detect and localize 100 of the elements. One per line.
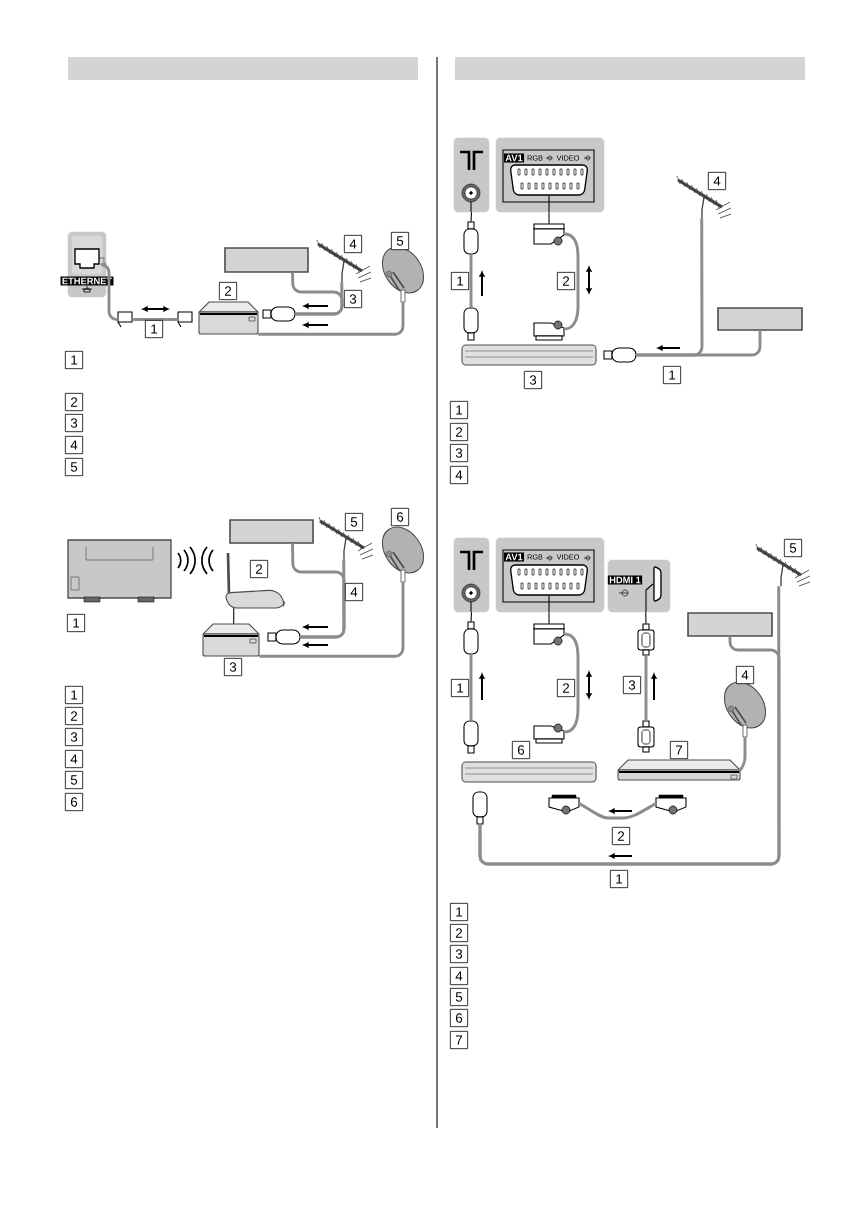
callout-number: 2 [249, 559, 269, 579]
antenna-drawing [676, 175, 732, 219]
coax-plug [463, 720, 479, 754]
hdmi-plug [637, 623, 655, 656]
callout-number: 3 [64, 413, 84, 433]
cable [469, 654, 473, 721]
callout-number: 1 [662, 365, 682, 385]
callout-number: 4 [344, 582, 364, 602]
callout-number: 2 [449, 422, 469, 442]
coax-plug [463, 307, 479, 341]
callout-number: 3 [64, 727, 84, 747]
callout-number: 4 [735, 665, 755, 685]
callout-number: 2 [64, 706, 84, 726]
router-drawing [225, 552, 286, 609]
callout-number: 2 [449, 923, 469, 943]
callout-number: 6 [449, 1008, 469, 1028]
callout-number: 5 [449, 987, 469, 1007]
terminal-box [224, 247, 309, 273]
antenna-drawing [318, 516, 374, 560]
cable [259, 582, 405, 658]
callout-number: 6 [64, 792, 84, 812]
port-label: AV1 [503, 153, 525, 163]
cable [470, 611, 473, 623]
scart-plug [533, 623, 565, 646]
callout-number: 1 [64, 685, 84, 705]
callout-number: 3 [343, 289, 363, 309]
port-label: AV1 [503, 552, 525, 562]
callout-number: 3 [449, 443, 469, 463]
scart-plug [548, 794, 580, 815]
callout-number: 5 [390, 231, 410, 251]
cable [644, 655, 648, 721]
callout-number: 5 [783, 538, 803, 558]
callout-number: 5 [64, 770, 84, 790]
cable [132, 318, 178, 321]
scart-plug [533, 320, 565, 341]
recorder-drawing [461, 761, 597, 783]
antenna-drawing [755, 543, 811, 587]
recorder-drawing [461, 344, 597, 366]
callout-number: 7 [449, 1030, 469, 1050]
terminal-box [717, 307, 803, 331]
callout-number: 2 [218, 281, 238, 301]
cable [469, 254, 473, 308]
callout-number: 4 [707, 171, 727, 191]
callout-number: 1 [144, 319, 164, 339]
callout-number: 2 [611, 826, 631, 846]
callout-number: 3 [523, 370, 543, 390]
scart-plug [533, 223, 565, 246]
coax-plug [262, 306, 296, 322]
antenna-drawing [316, 239, 372, 283]
callout-number: 6 [390, 507, 410, 527]
callout-number: 3 [622, 675, 642, 695]
scart-plug [533, 723, 565, 744]
callout-number: 5 [64, 457, 84, 477]
coax-plug [267, 629, 301, 645]
callout-number: 5 [344, 512, 364, 532]
port-label: HDMI 1 [607, 575, 643, 585]
hdmi-plug [637, 720, 655, 753]
callout-number: 2 [556, 271, 576, 291]
scart-plug [655, 794, 687, 815]
callout-number: 1 [64, 350, 84, 370]
coax-plug [463, 221, 479, 255]
satellite-dish-drawing [381, 526, 425, 583]
callout-number: 4 [64, 749, 84, 769]
cable [548, 211, 550, 225]
cable [738, 737, 747, 773]
callout-number: 3 [223, 657, 243, 677]
tv-back-drawing [67, 539, 172, 603]
terminal-box [229, 519, 314, 544]
callout-number: 2 [556, 678, 576, 698]
callout-number: 6 [511, 740, 531, 760]
callout-number: 2 [64, 392, 84, 412]
cable [470, 211, 473, 223]
callout-number: 4 [343, 234, 363, 254]
callout-number: 4 [449, 966, 469, 986]
cable [645, 611, 647, 625]
port-label: ETHERNET [60, 276, 114, 286]
coax-plug [472, 791, 488, 825]
terminal-box [687, 612, 773, 637]
callout-number: 1 [609, 869, 629, 889]
callout-number: 3 [449, 944, 469, 964]
cable [300, 559, 346, 639]
cable [295, 282, 344, 316]
cable [636, 330, 762, 357]
cable [478, 586, 781, 866]
callout-number: 1 [449, 902, 469, 922]
coax-plug [603, 347, 637, 363]
callout-number: 1 [449, 400, 469, 420]
callout-number: 1 [450, 271, 470, 291]
lan-plug [117, 311, 133, 328]
cable [258, 302, 405, 336]
satellite-dish-drawing [381, 246, 425, 303]
callout-number: 1 [66, 613, 86, 633]
callout-number: 4 [64, 435, 84, 455]
satellite-dish-drawing [723, 681, 767, 738]
coax-plug [463, 621, 479, 655]
callout-number: 7 [669, 740, 689, 760]
cable [233, 607, 235, 625]
cable [548, 611, 550, 625]
callout-number: 1 [450, 678, 470, 698]
callout-number: 4 [449, 465, 469, 485]
